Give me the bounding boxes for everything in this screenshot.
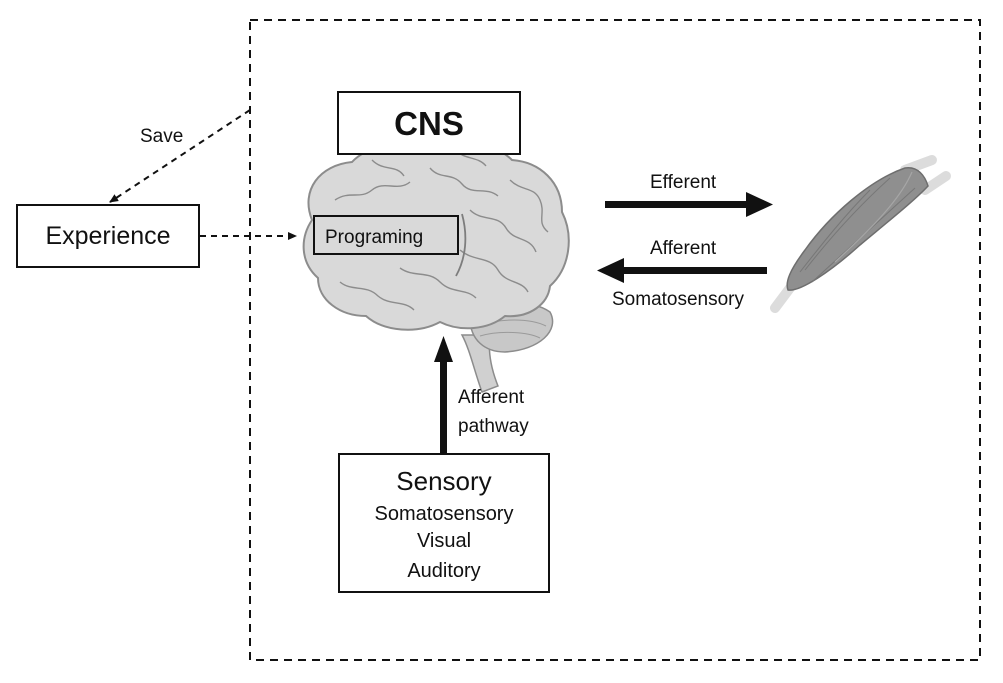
afferent-label: Afferent — [650, 238, 717, 259]
sensory-item-auditory: Auditory — [407, 560, 480, 582]
cns-box: CNS — [337, 91, 521, 155]
sensory-item-somatosensory: Somatosensory — [375, 503, 514, 525]
efferent-arrow — [605, 192, 773, 217]
experience-label: Experience — [45, 222, 170, 250]
brain-icon — [302, 141, 570, 393]
save-arrow — [109, 109, 251, 203]
muscle-icon — [770, 155, 951, 313]
sensory-title: Sensory — [396, 466, 491, 496]
afferent-pathway-label-line1: Afferent — [458, 387, 525, 408]
somatosensory-feedback-label: Somatosensory — [612, 289, 745, 310]
sensory-box: Sensory Somatosensory Visual Auditory — [338, 453, 550, 593]
programming-label: Programing — [325, 227, 423, 248]
afferent-pathway-label-line2: pathway — [458, 416, 529, 437]
programming-box: Programing — [313, 215, 459, 255]
afferent-pathway-arrow — [434, 336, 453, 454]
cns-boundary-frame — [249, 19, 981, 661]
sensory-item-visual: Visual — [417, 530, 471, 552]
afferent-feedback-arrow — [597, 258, 767, 283]
efferent-label: Efferent — [650, 172, 717, 193]
cns-label: CNS — [394, 105, 464, 142]
experience-box: Experience — [16, 204, 200, 268]
save-label: Save — [140, 126, 183, 147]
